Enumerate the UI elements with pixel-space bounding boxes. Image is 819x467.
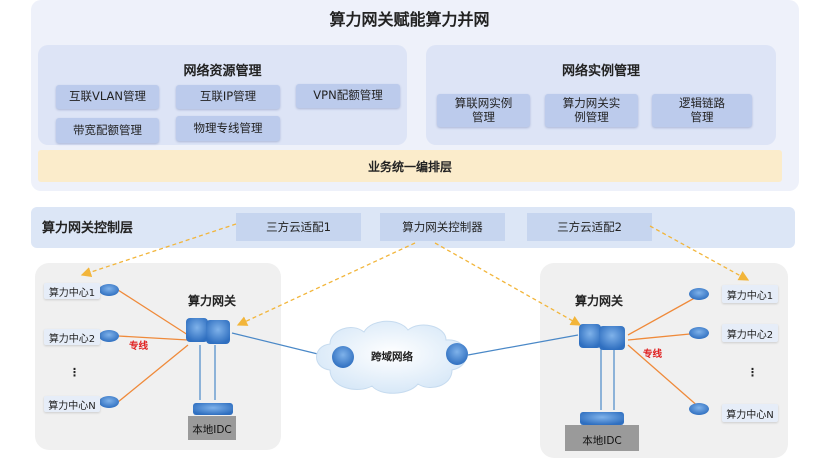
left-center-routers	[99, 284, 119, 408]
left-local-idc[interactable]: 本地IDC	[188, 416, 236, 440]
wan-cloud	[316, 320, 467, 394]
right-compute-center-1[interactable]: 算力中心1	[722, 285, 778, 303]
left-compute-center-1[interactable]: 算力中心1	[44, 283, 100, 299]
wan-label: 跨域网络	[371, 351, 413, 363]
gateway-instance-management-button[interactable]: 算力网关实 例管理	[545, 94, 638, 127]
right-local-idc[interactable]: 本地IDC	[565, 425, 639, 451]
left-special-lines	[117, 289, 189, 403]
cloud-adapter-2[interactable]: 三方云适配2	[527, 213, 652, 241]
left-compute-center-n[interactable]: 算力中心N	[44, 396, 100, 412]
wan-router-icons	[332, 343, 468, 368]
left-idc-switch	[193, 403, 233, 415]
compute-network-instance-management-button[interactable]: 算联网实例 管理	[437, 94, 530, 127]
page-title: 算力网关赋能算力并网	[329, 10, 490, 29]
right-idc-switch	[580, 412, 624, 425]
vlan-management-button[interactable]: 互联VLAN管理	[56, 85, 159, 109]
wan-lines	[231, 332, 579, 358]
control-dashed-arrows	[80, 223, 750, 326]
left-gateway-label: 算力网关	[188, 294, 237, 308]
control-layer-title: 算力网关控制层	[42, 221, 134, 236]
right-compute-center-2[interactable]: 算力中心2	[722, 324, 778, 342]
ip-management-button[interactable]: 互联IP管理	[176, 85, 280, 109]
right-compute-center-n[interactable]: 算力中心N	[722, 404, 778, 422]
bandwidth-quota-management-button[interactable]: 带宽配额管理	[56, 118, 159, 143]
right-special-line-label: 专线	[643, 349, 663, 360]
right-gateway-icon	[579, 324, 625, 350]
physical-line-management-button[interactable]: 物理专线管理	[176, 116, 280, 141]
right-gateway-label: 算力网关	[575, 294, 624, 308]
left-gateway-icon	[186, 318, 230, 344]
network-resource-management-title: 网络资源管理	[183, 64, 262, 79]
vpn-quota-management-button[interactable]: VPN配额管理	[296, 84, 400, 108]
left-compute-center-2[interactable]: 算力中心2	[44, 329, 100, 345]
left-special-line-label: 专线	[129, 341, 149, 352]
logical-link-management-button[interactable]: 逻辑链路 管理	[652, 94, 752, 127]
orchestration-layer: 业务统一编排层	[38, 150, 782, 182]
idc-lines	[199, 345, 615, 410]
network-instance-management-title: 网络实例管理	[561, 64, 640, 79]
right-center-routers	[689, 288, 709, 415]
right-special-lines	[627, 294, 701, 409]
gateway-controller[interactable]: 算力网关控制器	[380, 213, 505, 241]
right-centers-ellipsis: ⋮	[747, 366, 758, 379]
cloud-adapter-1[interactable]: 三方云适配1	[236, 213, 361, 241]
left-centers-ellipsis: ⋮	[69, 366, 80, 379]
